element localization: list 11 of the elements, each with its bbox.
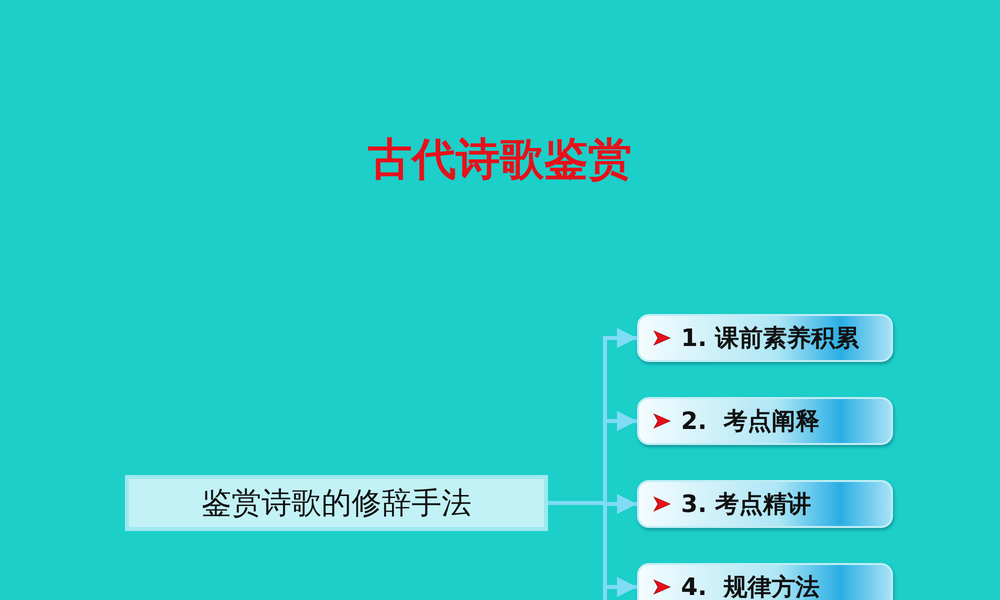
topic-text: 鉴赏诗歌的修辞手法 bbox=[202, 484, 472, 522]
menu-label: 1. 课前素养积累 bbox=[681, 323, 860, 354]
menu-label: 4. 规律方法 bbox=[681, 572, 820, 600]
menu-button bbox=[637, 397, 893, 445]
menu-button bbox=[637, 314, 893, 362]
menu-label: 2. 考点阐释 bbox=[681, 406, 820, 437]
menu-label: 3. 考点精讲 bbox=[681, 489, 812, 520]
menu-button bbox=[637, 480, 893, 528]
topic-box bbox=[125, 475, 548, 531]
menu-button bbox=[637, 563, 893, 600]
title: 古代诗歌鉴赏 bbox=[367, 133, 633, 187]
